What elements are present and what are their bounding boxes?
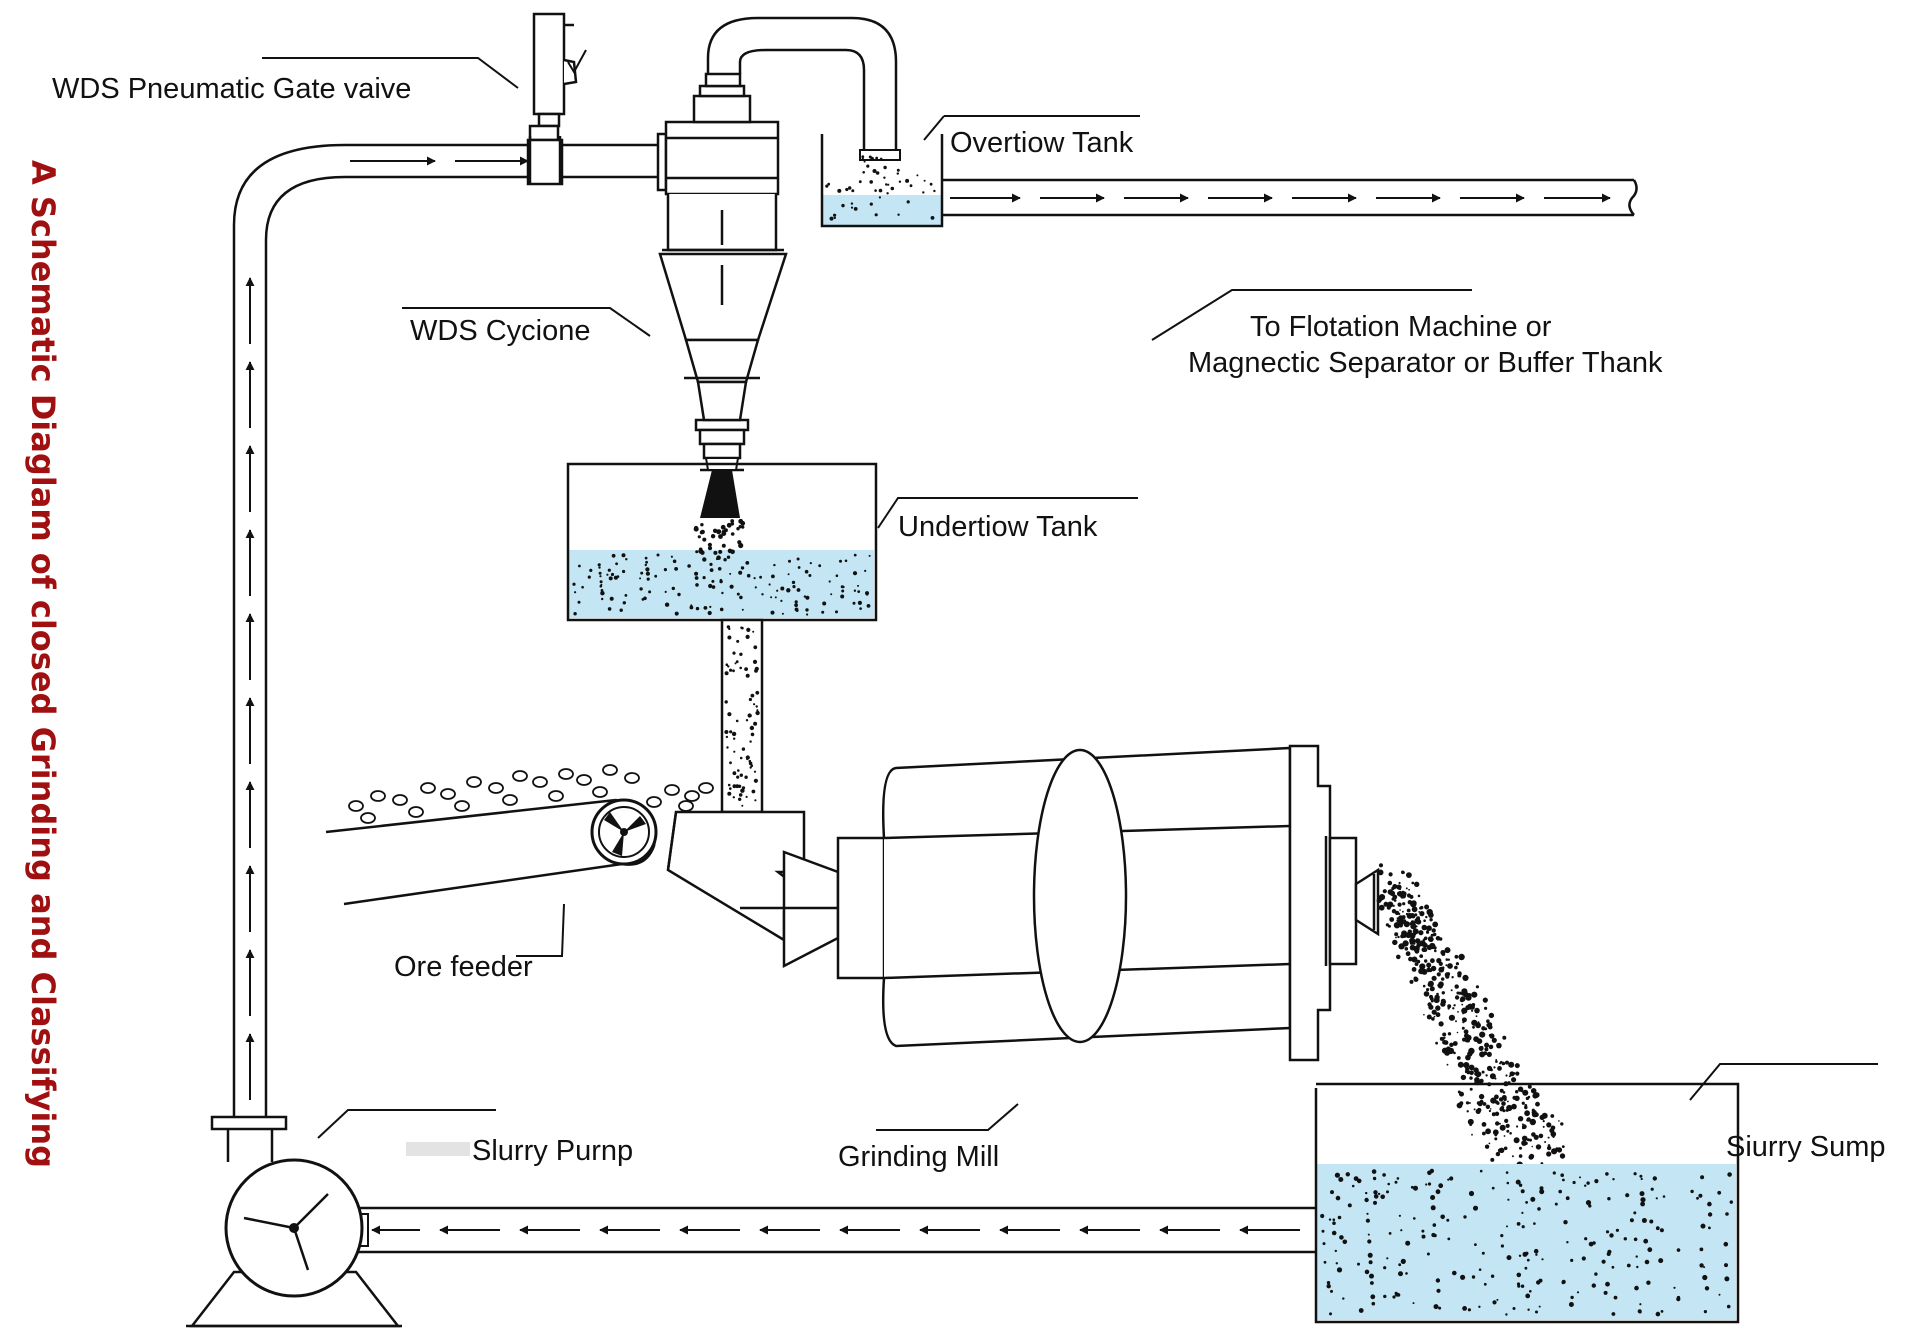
destination-label-line1: To Flotation Machine or [1250, 311, 1552, 343]
ore-pellets [348, 764, 714, 824]
spigot-nozzle [700, 470, 740, 518]
diagram-title: A Schematic Diaglam of closed Grinding a… [24, 160, 62, 1168]
gate-valve-label: WDS Pneumatic Gate vaive [52, 73, 411, 105]
overflow-outlet [859, 149, 901, 161]
grinding-mill [740, 744, 1380, 1062]
mill-discharge-spray [1376, 863, 1570, 1179]
underflow-tank-water [568, 550, 874, 618]
slurry-pump-label: Slurry Purnp [472, 1135, 633, 1167]
riser-flange [210, 1115, 288, 1131]
riser-pipe [232, 143, 660, 1120]
blurred-mark [406, 1142, 470, 1156]
leader-lines [262, 57, 1878, 1139]
slurry-pump [186, 1158, 402, 1328]
cyclone-label: WDS Cycione [410, 315, 591, 347]
grinding-mill-label: Grinding Mill [838, 1141, 999, 1173]
destination-label-line2: Magnectic Separator or Buffer Thank [1188, 347, 1663, 379]
pneumatic-gate-valve [526, 12, 578, 186]
overflow-tank-water [822, 195, 942, 225]
slurry-sump-water [1316, 1164, 1736, 1320]
slurry-sump-label: Siurry Sump [1726, 1131, 1886, 1163]
overflow-pipe [706, 16, 898, 150]
discharge-pipe [942, 178, 1638, 217]
slurry-sump [1314, 1082, 1740, 1324]
feeder-pulley [590, 798, 658, 866]
return-pipe [356, 1206, 1316, 1254]
overflow-tank-label: Overtiow Tank [950, 127, 1134, 159]
ore-feeder-label: Ore feeder [394, 951, 533, 983]
wds-cyclone [656, 72, 788, 472]
underflow-tank-label: Undertiow Tank [898, 511, 1098, 543]
